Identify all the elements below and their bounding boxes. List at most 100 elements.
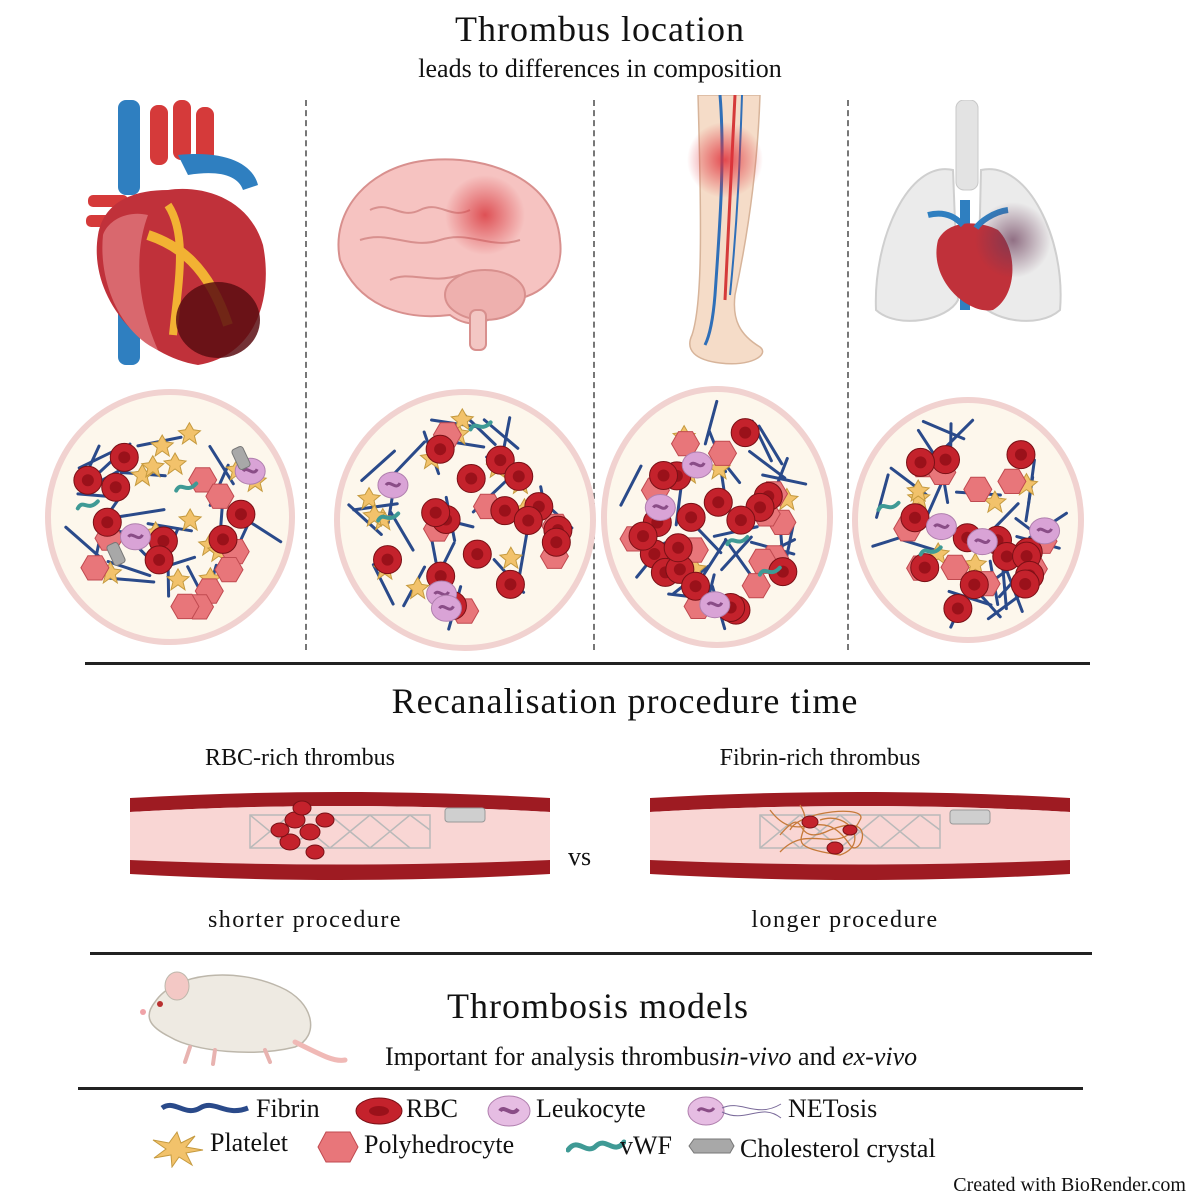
rbc-center [494,454,507,467]
vwf-icon [566,1139,626,1153]
fibrin-strand [208,445,235,486]
cholesterol-crystal [106,541,126,567]
vwf [918,545,943,557]
leukocyte-nucleus [688,461,706,468]
models-text-prefix: Important for analysis thrombus [385,1042,720,1071]
rbc-center [1019,578,1032,591]
platelet [177,507,203,532]
rbc-rich-label: RBC-rich thrombus [205,745,395,771]
rbc-center [101,516,114,529]
longer-procedure-caption: longer procedure [751,907,939,933]
cholesterol-crystal [231,445,251,471]
vs-label: vs [568,842,592,871]
leukocyte-icon [487,1095,531,1127]
rbc-center [234,508,247,521]
rbc-center [1000,550,1013,563]
vwf [876,500,901,512]
rbc-center [522,514,535,527]
fibrin-strand [724,537,753,577]
polyhedrocyte [205,483,235,509]
rbc-center [81,474,94,487]
rbc-center [673,563,686,576]
thrombus-panel-1 [45,389,295,645]
rbc-center [734,514,747,527]
rbc-center [968,578,981,591]
leukocyte-nucleus [241,467,259,474]
models-title: Thrombosis models [447,986,749,1026]
leukocyte-nucleus [933,523,950,529]
netosis-icon [687,1096,782,1126]
rbc-center [939,453,952,466]
rbc-center [685,511,698,524]
polyhedrocyte [997,468,1027,494]
brain-illustration [337,158,562,351]
platelet [906,485,931,510]
fibrin-rich-label: Fibrin-rich thrombus [719,745,921,771]
page-title: Thrombus location [455,9,745,49]
rbc-center [908,511,921,524]
lungs-illustration [874,100,1062,322]
platelet [150,433,175,458]
rbc-center [498,504,511,517]
polyhedrocyte-icon [317,1131,359,1163]
platelet [405,576,430,600]
rbc-center [918,561,931,574]
platelet [450,407,475,432]
recanalisation-title: Recanalisation procedure time [391,681,859,721]
fibrin-strand [703,399,719,446]
thrombus-panel-4 [852,397,1084,643]
leukocyte-nucleus [127,533,144,540]
legend-fibrin: Fibrin [256,1094,320,1123]
rbc-center [381,553,394,566]
models-text-exvivo: ex-vivo [842,1042,918,1071]
rbc-center [512,470,525,483]
rbc-center [550,536,563,549]
leukocyte-nucleus [652,504,669,510]
platelet [177,421,202,446]
polyhedrocyte [214,557,244,583]
models-description: Important for analysis thrombusin-vivo a… [385,1042,917,1072]
vwf [174,481,199,493]
vwf [757,565,782,577]
leukocyte-nucleus [706,601,724,608]
thrombus-composition-panels [45,386,1084,651]
mouse-illustration [140,971,348,1066]
fibrin-strand [371,563,395,606]
heart-illustration [86,100,266,365]
rbc-center [157,534,170,547]
platelet [356,486,382,510]
legend-vwf: vWF [620,1131,672,1160]
legend-rbc: RBC [406,1094,459,1123]
fibrin-strand [360,449,396,483]
fibrin-strand [392,440,427,476]
rbc-center [504,578,517,591]
rbc-center [109,481,122,494]
rbc-center [465,472,478,485]
legend-cholesterol-crystal: Cholesterol crystal [740,1134,936,1163]
column-divider [847,100,849,650]
vwf [725,535,750,547]
rbc-center [914,456,927,469]
fibrin-rich-vessel [650,792,1070,880]
cholesterol-crystal-icon [688,1138,735,1154]
fibrin-strand [619,464,643,507]
section-divider [85,662,1090,665]
platelet [165,567,191,592]
polyhedrocyte [170,593,200,620]
fibrin-strand [64,525,101,558]
rbc-center [672,541,685,554]
vwf [75,499,100,511]
rbc-center [689,580,702,593]
platelet-icon [152,1130,204,1168]
fibrin-strand [921,419,966,441]
fibrin-strand [119,508,166,518]
polyhedrocyte [707,440,738,466]
rbc-center [434,570,447,583]
rbc-center [1014,448,1027,461]
rbc-icon [355,1097,403,1125]
platelet [963,552,988,576]
platelet [140,454,165,478]
platelet [498,546,524,570]
column-divider [593,100,595,650]
fibrin-icon [160,1102,249,1114]
